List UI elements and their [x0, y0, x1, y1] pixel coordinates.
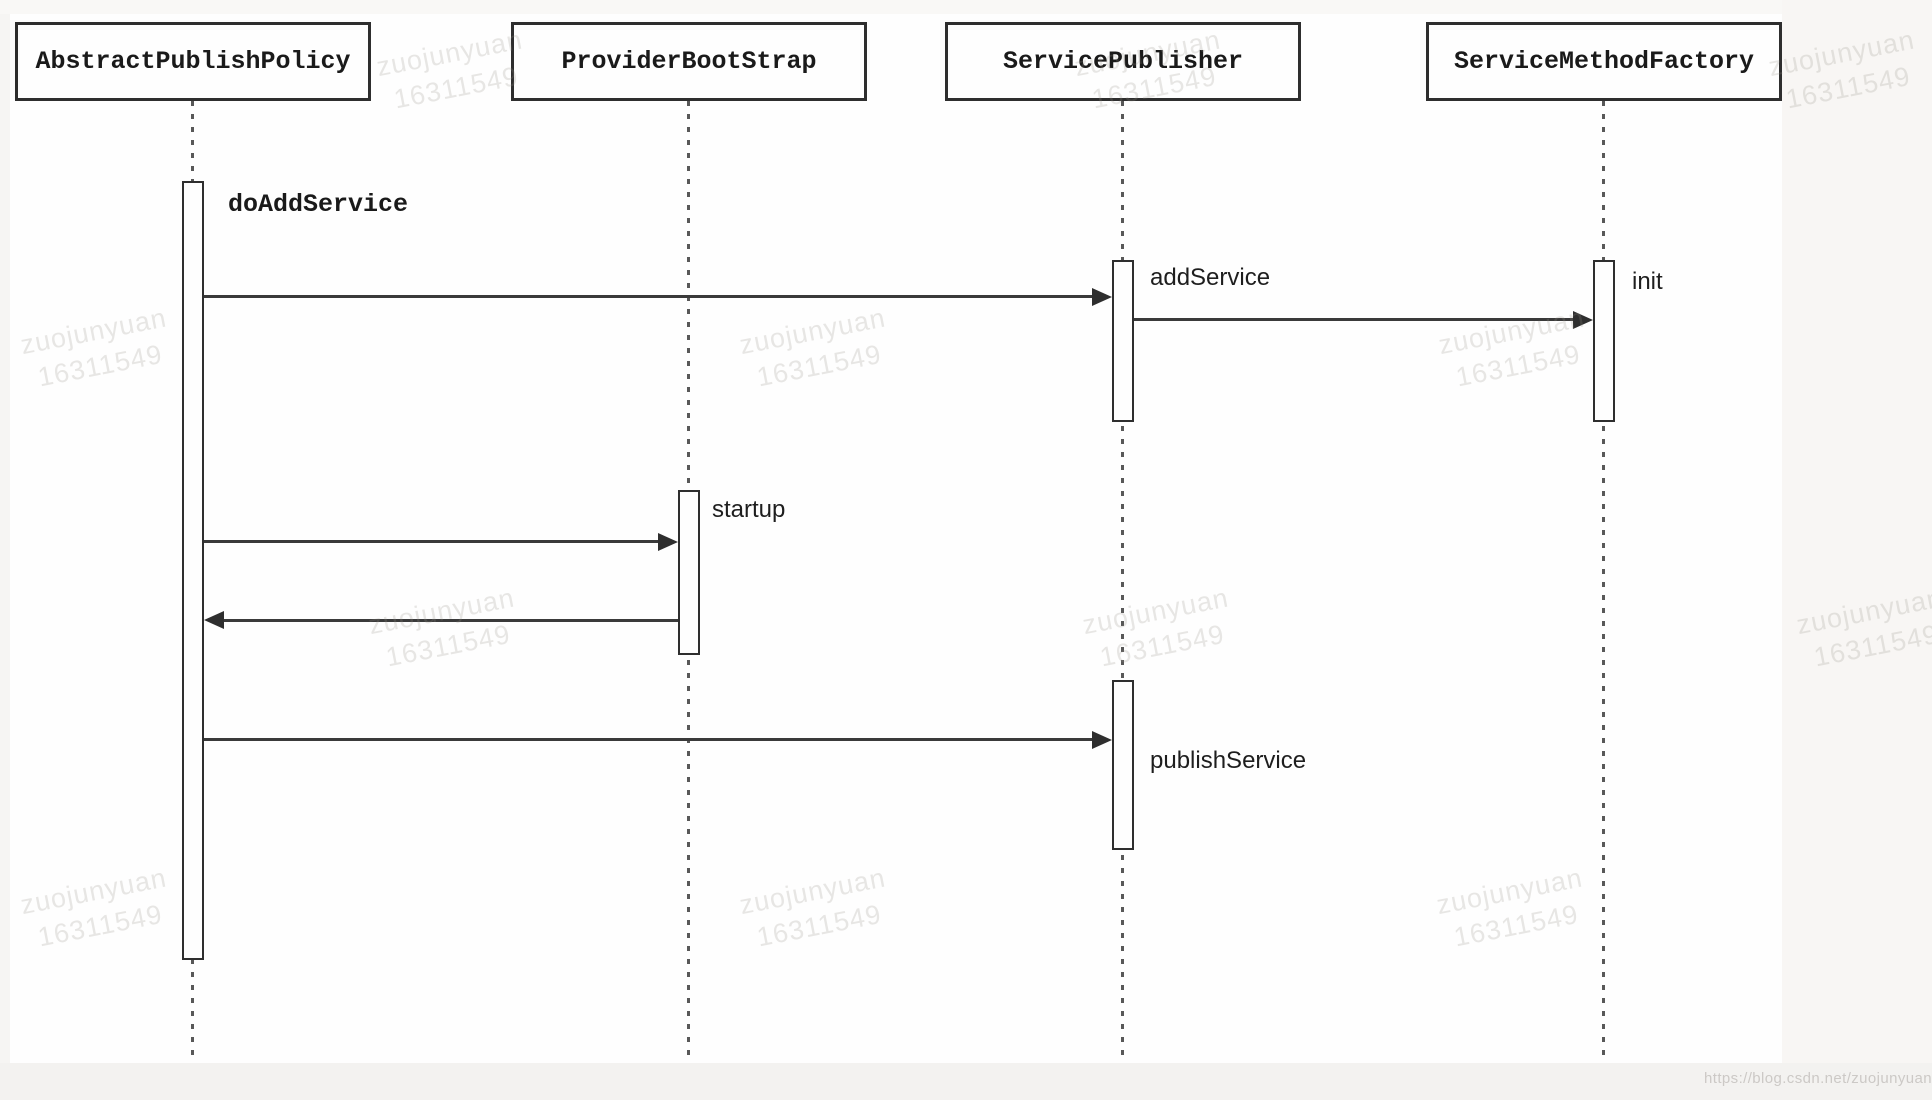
participant-label: ServiceMethodFactory — [1453, 47, 1755, 76]
arrowhead-left-icon — [204, 611, 224, 629]
message-label-startup: startup — [712, 496, 786, 523]
page-margin-left — [0, 14, 10, 1063]
message-line-addservice — [204, 295, 1094, 298]
activation-providerbootstrap-startup — [678, 490, 700, 655]
lifeline-servicemethodfactory — [1602, 101, 1605, 1057]
message-label-publishservice: publishService — [1150, 747, 1307, 774]
activation-servicemethodfactory-init — [1593, 260, 1615, 422]
activation-abstractpublishpolicy — [182, 181, 204, 960]
participant-label: ProviderBootStrap — [561, 47, 817, 76]
participant-box-abstractpublishpolicy: AbstractPublishPolicy — [15, 22, 371, 101]
message-line-return — [222, 619, 678, 622]
csdn-url-watermark: https://blog.csdn.net/zuojunyuan — [1704, 1070, 1932, 1087]
arrowhead-right-icon — [658, 533, 678, 551]
page-margin-right — [1782, 0, 1932, 1063]
page-margin-top — [0, 0, 1932, 14]
activation-servicepublisher-publishservice — [1112, 680, 1134, 850]
message-line-init — [1134, 318, 1575, 321]
message-line-startup — [204, 540, 660, 543]
message-line-publishservice — [204, 738, 1094, 741]
message-label-init: init — [1632, 268, 1663, 295]
diagram-canvas — [10, 14, 1782, 1063]
message-label-addservice: addService — [1150, 264, 1271, 291]
activation-servicepublisher-addservice — [1112, 260, 1134, 422]
lifeline-servicepublisher — [1121, 101, 1124, 1057]
participant-label: ServicePublisher — [1002, 47, 1244, 76]
arrowhead-right-icon — [1573, 311, 1593, 329]
participant-label: AbstractPublishPolicy — [35, 47, 351, 76]
participant-box-servicemethodfactory: ServiceMethodFactory — [1426, 22, 1782, 101]
message-label-doaddservice: doAddService — [228, 190, 409, 219]
arrowhead-right-icon — [1092, 731, 1112, 749]
arrowhead-right-icon — [1092, 288, 1112, 306]
participant-box-servicepublisher: ServicePublisher — [945, 22, 1301, 101]
participant-box-providerbootstrap: ProviderBootStrap — [511, 22, 867, 101]
